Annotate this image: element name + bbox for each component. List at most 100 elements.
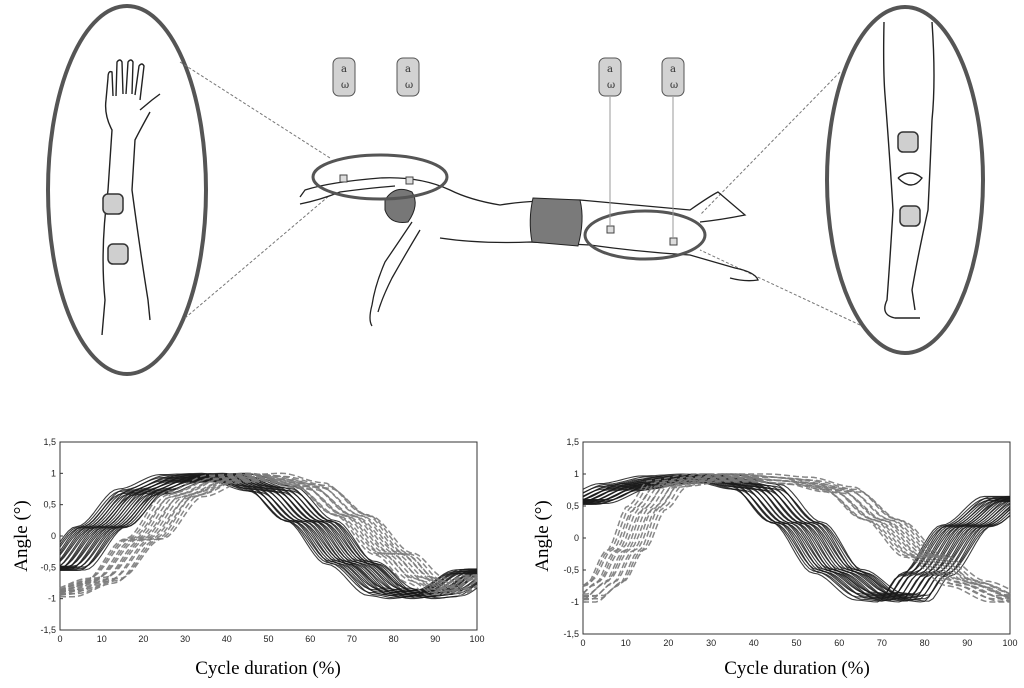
dashed-grey-curve	[59, 479, 477, 591]
y-tick-label: -0,5	[40, 562, 56, 572]
dashed-grey-curve	[59, 475, 477, 594]
x-tick-label: 20	[663, 638, 673, 648]
dashed-grey-curve	[583, 481, 1011, 595]
dashed-grey-curve	[60, 480, 478, 590]
dashed-grey-curve	[582, 474, 1011, 602]
solid-black-curve	[582, 475, 1010, 601]
y-tick-label: 1	[574, 469, 579, 479]
solid-black-curve	[583, 478, 1011, 598]
x-tick-label: 60	[834, 638, 844, 648]
x-tick-label: 10	[621, 638, 631, 648]
curves	[59, 472, 478, 600]
arm-sensor-lower	[107, 243, 129, 265]
curves	[582, 473, 1011, 603]
dashed-grey-curve	[60, 478, 478, 592]
y-axis-title: Angle (°)	[532, 500, 553, 571]
sensor-label-1-top: a	[341, 64, 347, 75]
dashed-grey-curve	[582, 480, 1010, 596]
x-tick-label: 100	[1002, 638, 1017, 648]
x-tick-label: 20	[138, 634, 148, 644]
chart-frame	[59, 441, 478, 631]
leg-drawing	[882, 21, 935, 319]
leg-highlight-ellipse	[583, 209, 707, 261]
x-tick-label: 100	[469, 634, 484, 644]
y-axis-title: Angle (°)	[11, 500, 32, 571]
dashed-grey-curve	[59, 478, 477, 591]
x-tick-label: 40	[749, 638, 759, 648]
sensor-label-2: a ω	[396, 57, 420, 97]
sensor-label-3-bottom: ω	[607, 80, 615, 91]
solid-black-curve	[582, 474, 1010, 602]
x-axis-title: Cycle duration (%)	[195, 658, 341, 679]
x-tick-label: 40	[222, 634, 232, 644]
dashed-grey-curve	[60, 472, 478, 598]
sensor-label-3-top: a	[607, 64, 613, 75]
arm-sensor-upper	[102, 193, 124, 215]
sensor-label-2-top: a	[405, 64, 411, 75]
y-tick-label: 0,5	[43, 500, 56, 510]
x-tick-label: 70	[877, 638, 887, 648]
solid-black-curve	[60, 475, 478, 597]
body-sensor-leg-2	[669, 237, 678, 246]
sensor-label-4-top: a	[670, 64, 676, 75]
solid-black-curve	[583, 474, 1011, 602]
y-tick-label: 0	[574, 533, 579, 543]
sensor-leader-lines	[609, 97, 674, 238]
y-tick-label: 1,5	[566, 437, 579, 447]
x-tick-label: 90	[962, 638, 972, 648]
dashed-grey-curve	[583, 479, 1011, 597]
y-tick-label: 1,5	[43, 437, 56, 447]
y-tick-label: 0	[51, 531, 56, 541]
x-axis-title: Cycle duration (%)	[724, 658, 870, 679]
x-tick-label: 30	[706, 638, 716, 648]
leg-angle-chart: 1,5 1 0,5 0 -0,5 -1 -1,5 0 10 20 30 40 50 60 70 80 90 10…	[532, 437, 1018, 679]
y-tick-label: -1	[48, 594, 56, 604]
zoom-connector-lines	[179, 61, 861, 326]
y-tick-label: -0,5	[563, 565, 579, 575]
solid-black-curve	[60, 472, 478, 600]
body-sensor-arm-1	[339, 174, 348, 183]
y-tick-label: -1	[571, 597, 579, 607]
y-tick-label: 1	[51, 468, 56, 478]
solid-black-curve	[582, 476, 1011, 600]
y-tick-label: -1,5	[40, 625, 56, 635]
x-tick-label: 0	[57, 634, 62, 644]
x-tick-label: 90	[430, 634, 440, 644]
dashed-grey-curve	[582, 479, 1010, 597]
dashed-grey-curve	[59, 477, 478, 593]
arm-zoom-ellipse	[46, 4, 208, 376]
arm-highlight-ellipse	[311, 153, 449, 201]
leg-sensor-lower	[899, 205, 921, 227]
swimmer-illustration: a ω a ω a ω a ω	[46, 4, 985, 376]
x-tick-label: 80	[389, 634, 399, 644]
x-tick-label: 80	[920, 638, 930, 648]
y-tick-label: 0,5	[566, 501, 579, 511]
x-tick-label: 0	[580, 638, 585, 648]
sensor-label-3: a ω	[598, 57, 622, 97]
solid-black-curve	[60, 477, 478, 595]
dashed-grey-curve	[60, 474, 478, 596]
sensor-label-2-bottom: ω	[405, 80, 413, 91]
body-sensor-leg-1	[606, 225, 615, 234]
dashed-grey-curve	[60, 475, 478, 595]
x-tick-label: 70	[347, 634, 357, 644]
sensor-label-4-bottom: ω	[670, 80, 678, 91]
x-tick-label: 50	[791, 638, 801, 648]
solid-black-curve	[583, 479, 1011, 597]
y-tick-labels: 1,5 1 0,5 0 -0,5 -1 -1,5	[563, 437, 586, 639]
y-tick-label: -1,5	[563, 629, 579, 639]
dashed-grey-curve	[60, 478, 478, 593]
arm-drawing	[101, 59, 161, 336]
dashed-grey-curve	[583, 476, 1011, 600]
swim-cap	[384, 188, 416, 223]
leg-sensor-upper	[897, 131, 919, 153]
leg-zoom-ellipse	[825, 5, 985, 355]
x-tick-label: 30	[180, 634, 190, 644]
y-tick-labels: 1,5 1 0,5 0 -0,5 -1 -1,5	[40, 437, 63, 635]
dashed-grey-curve	[59, 474, 478, 596]
x-tick-label: 50	[263, 634, 273, 644]
x-tick-label: 10	[97, 634, 107, 644]
sensor-label-4: a ω	[661, 57, 685, 97]
